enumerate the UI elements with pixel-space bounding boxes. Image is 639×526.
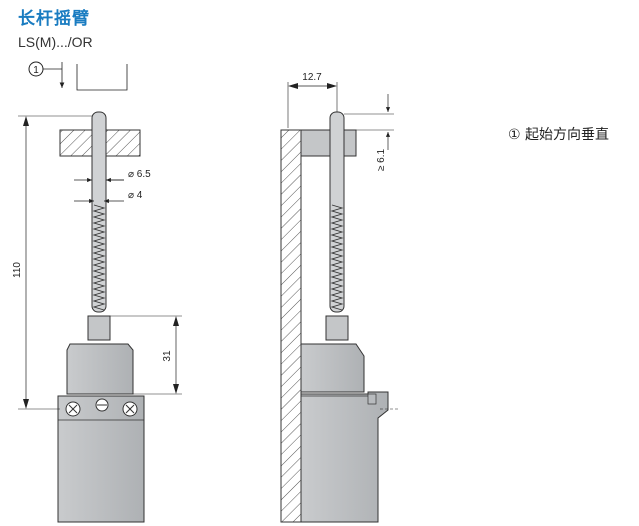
clearance-label: ≥ 6.1 <box>376 148 387 171</box>
length-total-label: 110 <box>12 262 23 278</box>
legend-note: ① 起始方向垂直 <box>508 127 610 143</box>
screw-left <box>65 401 81 417</box>
page-title: 长杆摇臂 <box>18 9 90 29</box>
diameter-outer-label: ⌀ 6.5 <box>128 169 151 180</box>
rod <box>91 111 107 313</box>
mounting-wall <box>280 129 302 523</box>
rod-side <box>329 111 345 313</box>
switch-head-side <box>300 343 365 393</box>
arm-block <box>300 129 357 157</box>
screw-center <box>95 398 109 412</box>
diameter-inner-label: ⌀ 4 <box>128 190 143 201</box>
switch-head <box>66 343 134 395</box>
screw-right <box>122 401 138 417</box>
callout-marker: 1 <box>28 61 65 88</box>
offset-label: 12.7 <box>302 72 322 83</box>
direction-bracket <box>76 64 128 91</box>
switch-body <box>57 395 145 523</box>
length-lower-label: 31 <box>162 350 173 362</box>
model-code: LS(M).../OR <box>18 34 93 50</box>
rod-collar <box>87 315 111 341</box>
spring-coil <box>92 204 106 311</box>
rod-collar-side <box>325 315 349 341</box>
switch-body-side <box>300 391 389 523</box>
callout-number: 1 <box>33 65 39 76</box>
spring-coil-side <box>330 204 344 311</box>
